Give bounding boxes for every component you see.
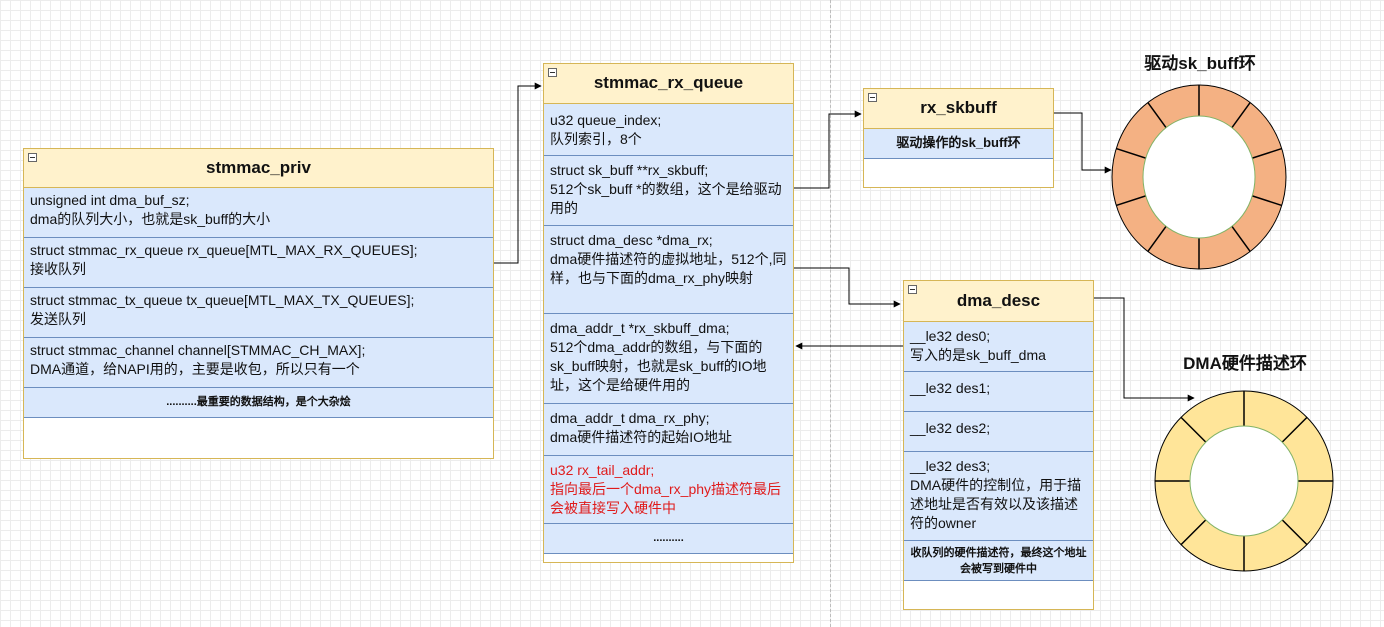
stmmac-priv-row-note: ..........最重要的数据结构，是个大杂烩 — [24, 388, 493, 418]
dma-ring-inner — [1189, 425, 1299, 537]
rx-skbuff-title: rx_skbuff — [920, 98, 997, 117]
dma-desc-header: dma_desc — [904, 281, 1093, 322]
dma-ring-segment-divider — [1180, 416, 1207, 443]
rx-queue-row-dma-rx-phy: dma_addr_t dma_rx_phy; dma硬件描述符的起始IO地址 — [544, 404, 793, 456]
dma-desc-row-des2: __le32 des2; — [904, 412, 1093, 452]
stmmac-priv-header: stmmac_priv — [24, 149, 493, 188]
skbuff-ring-segment-divider — [1231, 102, 1251, 129]
rx-queue-row-ellipsis: .......... — [544, 524, 793, 554]
dma-desc-title: dma_desc — [956, 291, 1041, 310]
connector-skbuff-to-ring — [1053, 112, 1112, 174]
rx-skbuff-header: rx_skbuff — [864, 89, 1053, 129]
rx-skbuff-box[interactable]: rx_skbuff 驱动操作的sk_buff环 — [863, 88, 1054, 188]
stmmac-priv-row-tx-queue: struct stmmac_tx_queue tx_queue[MTL_MAX_… — [24, 288, 493, 338]
stmmac-priv-row-rx-queue: struct stmmac_rx_queue rx_queue[MTL_MAX_… — [24, 238, 493, 288]
rx-queue-row-rx-tail-addr: u32 rx_tail_addr; 指向最后一个dma_rx_phy描述符最后会… — [544, 456, 793, 524]
collapse-icon[interactable] — [908, 285, 917, 294]
collapse-icon[interactable] — [28, 153, 37, 162]
dma-ring-segment-divider — [1281, 519, 1308, 546]
stmmac-priv-title: stmmac_priv — [206, 158, 311, 177]
rx-skbuff-row-desc: 驱动操作的sk_buff环 — [864, 129, 1053, 159]
stmmac-priv-box[interactable]: stmmac_priv unsigned int dma_buf_sz; dma… — [23, 148, 494, 459]
dma-ring-segment-divider — [1281, 416, 1308, 443]
dma-ring-segment-divider — [1180, 519, 1207, 546]
skbuff-ring-segment-divider — [1252, 195, 1282, 207]
connector-dmadesc-to-ring — [1093, 297, 1195, 402]
rx-queue-row-rx-skbuff-dma: dma_addr_t *rx_skbuff_dma; 512个dma_addr的… — [544, 314, 793, 404]
collapse-icon[interactable] — [868, 93, 877, 102]
skbuff-ring-title: 驱动sk_buff环 — [1144, 54, 1256, 73]
connector-priv-to-rxqueue — [493, 82, 542, 264]
skbuff-ring-segment-divider — [1116, 195, 1146, 207]
skbuff-ring-inner — [1142, 115, 1256, 239]
connector-dmarx-to-dmadesc — [794, 267, 901, 308]
stmmac-priv-row-channel: struct stmmac_channel channel[STMMAC_CH_… — [24, 338, 493, 388]
stmmac-rx-queue-box[interactable]: stmmac_rx_queue u32 queue_index; 队列索引，8个… — [543, 63, 794, 563]
page-divider — [830, 0, 831, 627]
stmmac-rx-queue-title: stmmac_rx_queue — [593, 73, 744, 92]
skbuff-ring-segment-divider — [1231, 225, 1251, 252]
connector-rxskbuff-to-skbuff — [794, 110, 862, 189]
skbuff-ring-segment-divider — [1252, 147, 1282, 159]
rx-queue-row-rx-skbuff: struct sk_buff **rx_skbuff; 512个sk_buff … — [544, 156, 793, 226]
skbuff-ring-segment-divider — [1147, 102, 1167, 129]
rx-queue-row-queue-index: u32 queue_index; 队列索引，8个 — [544, 104, 793, 156]
dma-desc-row-des1: __le32 des1; — [904, 372, 1093, 412]
dma-ring — [1154, 390, 1334, 572]
dma-desc-row-des3: __le32 des3; DMA硬件的控制位，用于描述地址是否有效以及该描述符的… — [904, 452, 1093, 541]
skbuff-ring-segment-divider — [1116, 147, 1146, 159]
skbuff-ring-segment-divider — [1147, 225, 1167, 252]
stmmac-priv-row-dma-buf-sz: unsigned int dma_buf_sz; dma的队列大小，也就是sk_… — [24, 188, 493, 238]
rx-queue-row-dma-rx: struct dma_desc *dma_rx; dma硬件描述符的虚拟地址，5… — [544, 226, 793, 314]
skbuff-ring — [1111, 84, 1287, 270]
dma-desc-row-note: 收队列的硬件描述符，最终这个地址会被写到硬件中 — [904, 541, 1093, 581]
dma-ring-title: DMA硬件描述环 — [1183, 354, 1307, 373]
stmmac-rx-queue-header: stmmac_rx_queue — [544, 64, 793, 104]
collapse-icon[interactable] — [548, 68, 557, 77]
dma-desc-row-des0: __le32 des0; 写入的是sk_buff_dma — [904, 322, 1093, 372]
dma-desc-box[interactable]: dma_desc __le32 des0; 写入的是sk_buff_dma __… — [903, 280, 1094, 610]
